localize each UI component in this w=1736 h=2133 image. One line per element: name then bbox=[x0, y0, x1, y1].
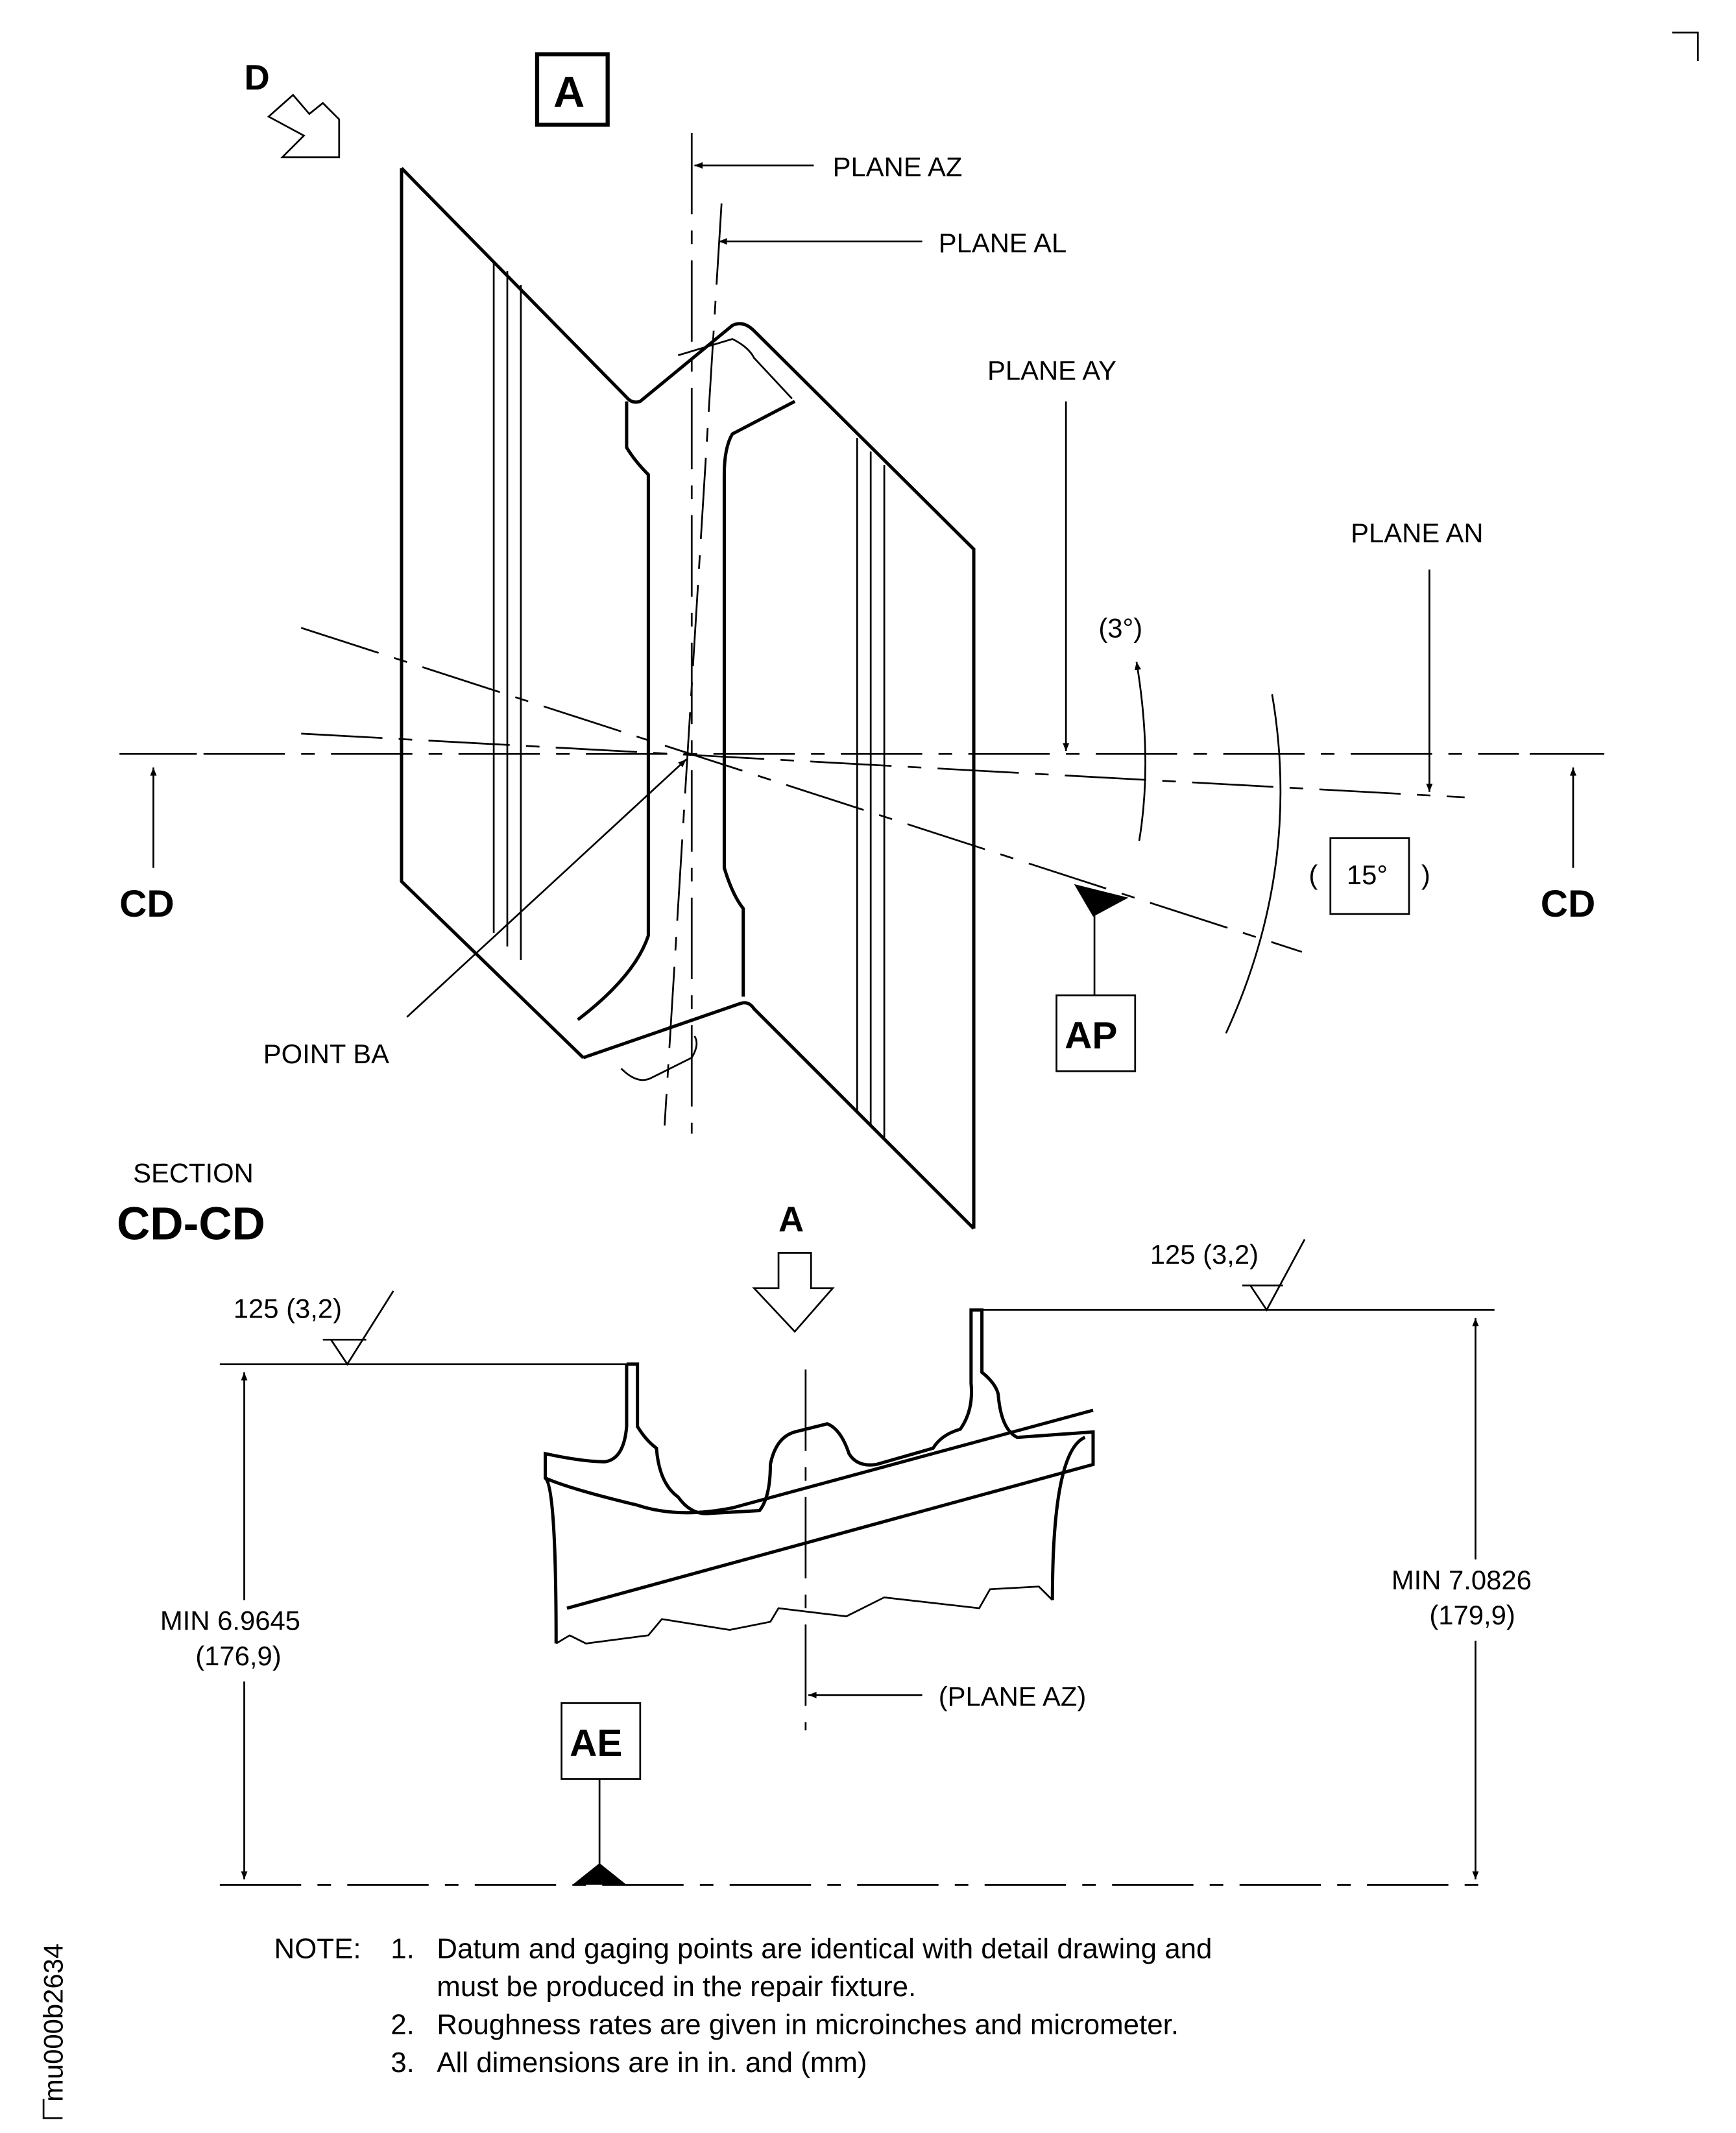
roughness-left-icon bbox=[322, 1290, 394, 1366]
datum-ap-label: AP bbox=[1065, 1015, 1117, 1057]
note-1-line2: must be produced in the repair fixture. bbox=[437, 1971, 916, 2003]
angle-15-arc bbox=[1225, 693, 1282, 1034]
plane-an-label: PLANE AN bbox=[1351, 518, 1483, 548]
point-ba-leader bbox=[406, 758, 687, 1018]
section-profile bbox=[544, 1308, 1095, 1731]
plane-ap-line bbox=[300, 627, 1303, 953]
plane-az-label: PLANE AZ bbox=[833, 152, 963, 182]
point-ba-label: POINT BA bbox=[263, 1039, 389, 1069]
note-1-num: 1. bbox=[391, 1933, 415, 1964]
view-a-label: A bbox=[553, 68, 585, 117]
datum-ae-box bbox=[561, 1702, 642, 1780]
section-left-label: CD bbox=[119, 883, 175, 925]
figure-id-bracket bbox=[42, 2099, 63, 2119]
view-d-arrow-icon bbox=[267, 93, 341, 158]
view-a-box bbox=[535, 52, 610, 127]
dimension-left-min: MIN 6.9645 bbox=[160, 1606, 300, 1636]
datum-ae-triangle bbox=[572, 1863, 627, 1885]
section-marker-left: CD bbox=[119, 753, 197, 925]
angle-15-close: ) bbox=[1421, 860, 1430, 890]
plane-al-label: PLANE AL bbox=[939, 228, 1067, 258]
note-3-line1: All dimensions are in in. and (mm) bbox=[437, 2047, 867, 2079]
angle-3-arc bbox=[1134, 661, 1146, 841]
roughness-right-icon bbox=[1242, 1238, 1306, 1312]
dimension-left-mm: (176,9) bbox=[195, 1641, 281, 1671]
plane-an-line bbox=[301, 732, 1465, 799]
section-view-arrow-icon bbox=[752, 1252, 835, 1333]
plane-az-ref-label: (PLANE AZ) bbox=[939, 1681, 1087, 1712]
plane-ay-label: PLANE AY bbox=[987, 355, 1116, 385]
angle-15-open: ( bbox=[1308, 860, 1318, 890]
figure-id: mu000b2634 bbox=[38, 1944, 68, 2102]
section-name: CD-CD bbox=[117, 1199, 265, 1250]
note-3-num: 3. bbox=[391, 2047, 415, 2079]
plane-al-line bbox=[664, 203, 723, 1126]
notes-block: NOTE: 1. Datum and gaging points are ide… bbox=[274, 1933, 1212, 2079]
section-right-label: CD bbox=[1541, 883, 1596, 925]
dimension-right-min: MIN 7.0826 bbox=[1392, 1565, 1532, 1595]
angle-3-label: (3°) bbox=[1098, 612, 1142, 643]
platform-top-view bbox=[400, 167, 976, 1230]
roughness-right-label: 125 (3,2) bbox=[1150, 1239, 1259, 1270]
datum-ap-triangle bbox=[1074, 884, 1129, 917]
note-2-num: 2. bbox=[391, 2008, 415, 2040]
corner-mark bbox=[1672, 31, 1699, 62]
datum-ap-box bbox=[1055, 994, 1137, 1072]
section-marker-right: CD bbox=[1530, 753, 1605, 925]
note-2-line1: Roughness rates are given in microinches… bbox=[437, 2008, 1179, 2040]
roughness-left-label: 125 (3,2) bbox=[234, 1294, 342, 1324]
angle-15-value: 15° bbox=[1347, 860, 1388, 890]
section-label: SECTION bbox=[133, 1158, 254, 1188]
view-d-label: D bbox=[244, 58, 269, 97]
note-heading: NOTE: bbox=[274, 1933, 361, 1964]
angle-15-box bbox=[1329, 837, 1410, 915]
dim-right-bg bbox=[1383, 1559, 1573, 1641]
dim-left-bg bbox=[149, 1600, 339, 1681]
note-1-line1: Datum and gaging points are identical wi… bbox=[437, 1933, 1212, 1964]
section-view-arrow-label: A bbox=[778, 1199, 804, 1239]
datum-ae-label: AE bbox=[570, 1722, 622, 1765]
dimension-right-mm: (179,9) bbox=[1429, 1600, 1515, 1630]
